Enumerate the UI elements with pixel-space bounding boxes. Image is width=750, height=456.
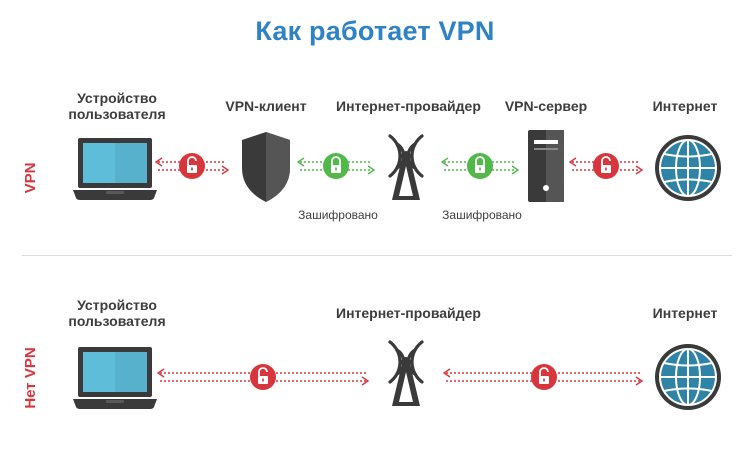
- encrypted-label-1: Зашифровано: [298, 208, 378, 222]
- novpn-isp-label: Интернет-провайдер: [336, 305, 481, 321]
- novpn-device-label: Устройство пользователя: [68, 297, 166, 329]
- unlocked-icon: [592, 152, 620, 180]
- unlocked-icon: [249, 363, 277, 391]
- shield-icon: [242, 132, 290, 202]
- novpn-internet-globe-icon: [654, 343, 722, 411]
- unlocked-icon: [530, 363, 558, 391]
- locked-icon: [466, 152, 494, 180]
- page-title: Как работает VPN: [255, 16, 495, 46]
- vpn-device-laptop-icon: [73, 138, 157, 200]
- vpn-device-label: Устройство пользователя: [68, 90, 166, 122]
- vpn-internet-label: Интернет: [652, 98, 718, 114]
- novpn-isp-tower-icon: [388, 340, 424, 408]
- unlocked-icon: [178, 152, 206, 180]
- novpn-link-unsecured-1: [156, 368, 370, 386]
- vpn-isp-label: Интернет-провайдер: [336, 98, 481, 114]
- novpn-internet-label: Интернет: [652, 305, 718, 321]
- isp-tower-icon: [388, 134, 424, 202]
- locked-icon: [322, 152, 350, 180]
- vpn-server-label: VPN-сервер: [504, 98, 588, 114]
- internet-globe-icon: [654, 134, 722, 202]
- novpn-device-laptop-icon: [73, 347, 157, 409]
- encrypted-label-2: Зашифровано: [442, 208, 522, 222]
- section-divider: [22, 255, 732, 256]
- vpn-client-label: VPN-клиент: [225, 98, 307, 114]
- server-icon: [528, 130, 564, 202]
